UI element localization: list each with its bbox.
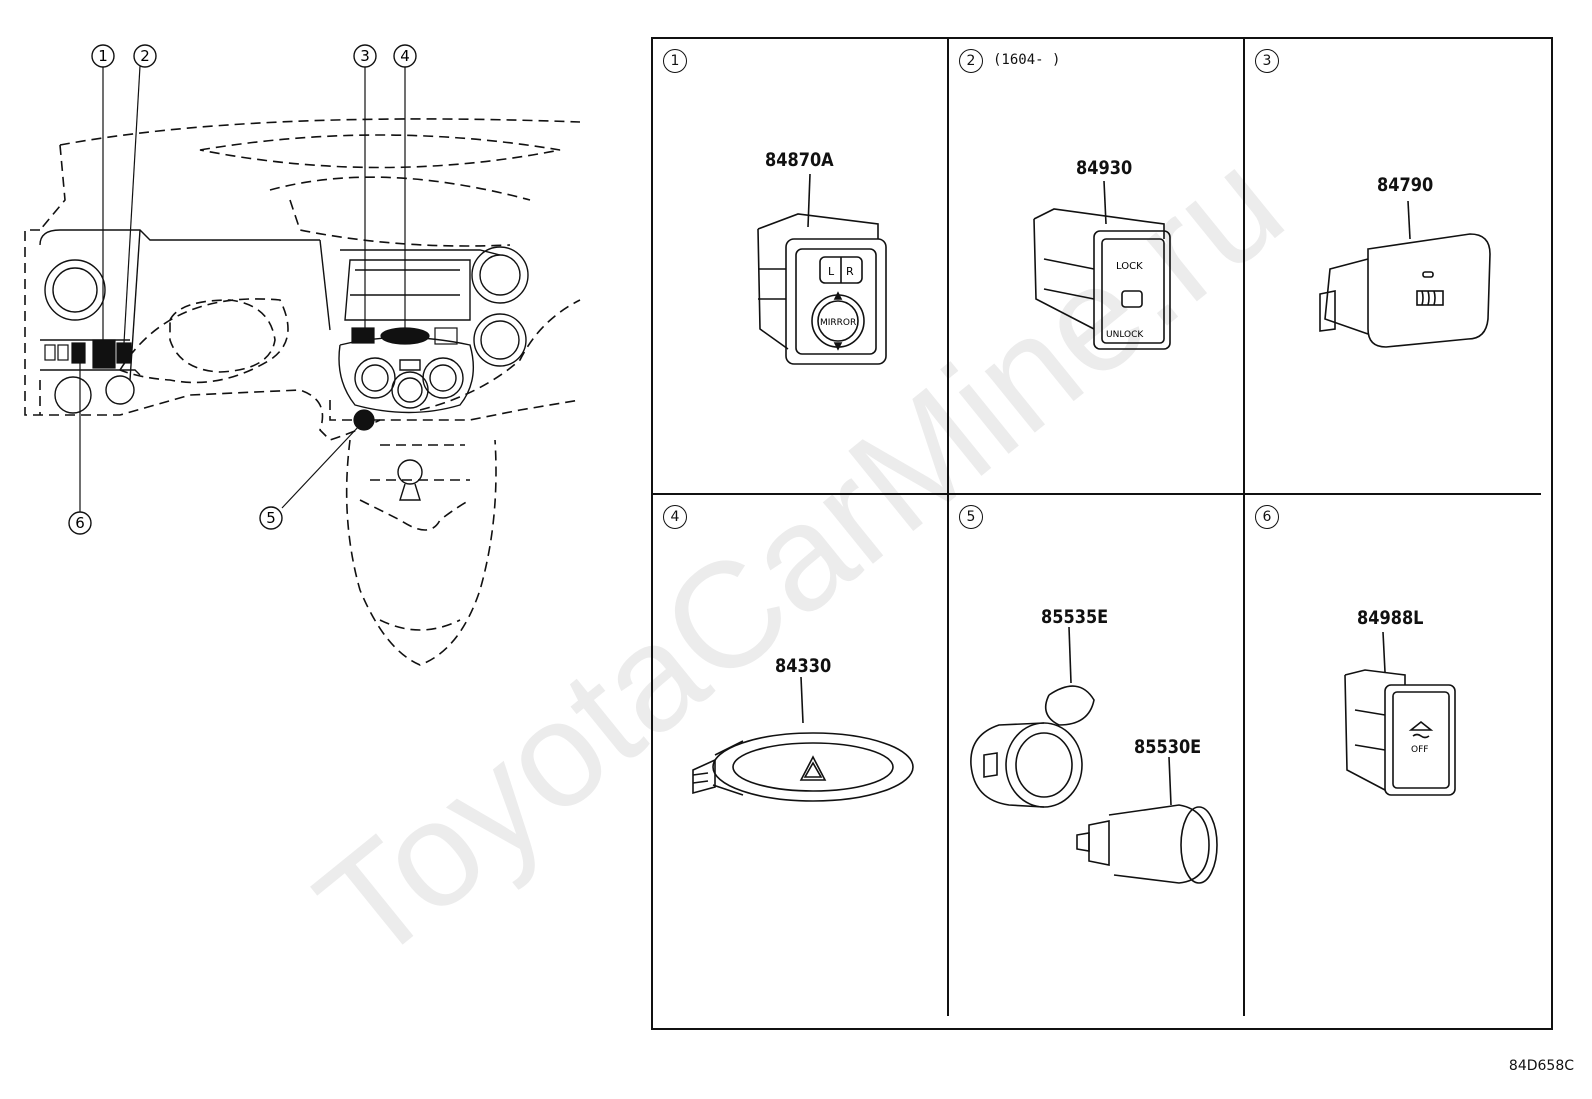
mirror-switch-drawing: L R MIRROR xyxy=(757,173,887,365)
panel-number: 6 xyxy=(1255,505,1279,529)
hazard-switch-drawing xyxy=(692,676,914,802)
panel-5: 5 85535E 85530E xyxy=(949,495,1245,1016)
callout-3: 3 xyxy=(353,44,377,68)
lock-label: LOCK xyxy=(1116,261,1143,272)
svg-text:5: 5 xyxy=(266,509,276,527)
panel-number: 5 xyxy=(959,505,983,529)
callout-5: 5 xyxy=(259,506,283,530)
svg-text:1: 1 xyxy=(98,47,108,65)
callout-leaders xyxy=(79,65,406,512)
panel-1: 1 84870A L R MIRROR xyxy=(653,39,949,495)
panel-2: 2 (1604- ) 84930 LOCK UNLOCK xyxy=(949,39,1245,495)
parts-grid: 1 84870A L R MIRROR 2 (1604- ) xyxy=(651,37,1553,1030)
panel-number: 2 xyxy=(959,49,983,73)
panel-number: 4 xyxy=(663,505,687,529)
svg-text:6: 6 xyxy=(75,514,85,532)
panel-number: 3 xyxy=(1255,49,1279,73)
unlock-label: UNLOCK xyxy=(1106,330,1144,340)
svg-text:2: 2 xyxy=(140,47,150,65)
part-number: 84330 xyxy=(775,655,832,677)
callout-2: 2 xyxy=(133,44,157,68)
callout-1: 1 xyxy=(91,44,115,68)
lock-switch-drawing: LOCK UNLOCK xyxy=(1033,180,1171,350)
part-number: 84870A xyxy=(765,149,834,171)
part-number: 84930 xyxy=(1076,157,1133,179)
defogger-switch-drawing xyxy=(1319,200,1491,348)
callout-labels: 1 2 3 4 5 6 xyxy=(68,44,417,535)
dashboard-solid-lines xyxy=(39,229,529,501)
dashboard-outline xyxy=(24,118,581,666)
vsc-off-label: OFF xyxy=(1411,745,1428,755)
mirror-right-label: R xyxy=(846,265,854,278)
panel-note: (1604- ) xyxy=(993,52,1061,68)
panel-6: 6 84988L OFF xyxy=(1245,495,1541,1016)
panel-number: 1 xyxy=(663,49,687,73)
mirror-left-label: L xyxy=(828,265,835,278)
callout-6: 6 xyxy=(68,511,92,535)
part-number: 85530E xyxy=(1134,736,1202,758)
vsc-off-switch-drawing: OFF xyxy=(1344,631,1456,796)
switch-markers xyxy=(44,327,458,431)
mirror-center-label: MIRROR xyxy=(820,318,856,328)
callout-4: 4 xyxy=(393,44,417,68)
part-number: 84988L xyxy=(1357,607,1424,629)
svg-text:4: 4 xyxy=(400,47,410,65)
panel-4: 4 84330 xyxy=(653,495,949,1016)
power-outlet-drawing xyxy=(970,626,1218,884)
panel-3: 3 84790 xyxy=(1245,39,1541,495)
part-number: 85535E xyxy=(1041,606,1109,628)
dashboard-overview: 1 2 3 4 5 6 xyxy=(24,44,581,666)
drawing-code: 84D658C xyxy=(1508,1058,1574,1074)
svg-text:3: 3 xyxy=(360,47,370,65)
part-number: 84790 xyxy=(1377,174,1434,196)
